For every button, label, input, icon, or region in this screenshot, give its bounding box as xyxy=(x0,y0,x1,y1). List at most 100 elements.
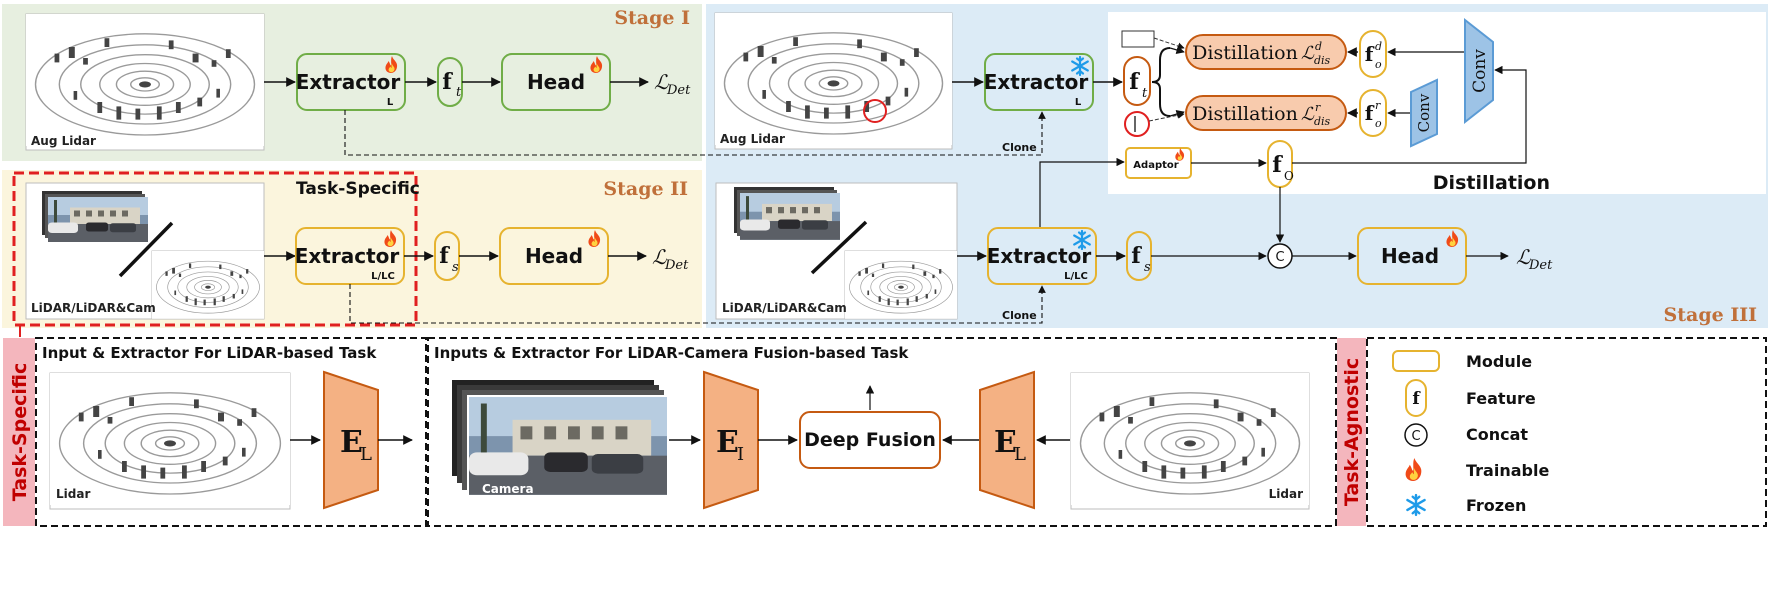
stage3-input-image xyxy=(715,182,958,320)
legend-frame xyxy=(1366,337,1767,527)
stage3-extractor-bottom-label: Extractor xyxy=(987,244,1092,268)
legend-feature-symbol: f xyxy=(1412,389,1421,409)
adaptor-label: Adaptor xyxy=(1133,160,1178,171)
lidar-encoder-right-label: E xyxy=(994,425,1017,460)
stage2-image-caption: LiDAR/LiDAR&Cam xyxy=(31,301,156,315)
stage1-image-caption: Aug Lidar xyxy=(31,134,96,148)
fusion-task-title: Inputs & Extractor For LiDAR-Camera Fusi… xyxy=(434,344,909,362)
legend-feature-label: Feature xyxy=(1466,389,1536,408)
bottom-lidar-caption-left: Lidar xyxy=(56,487,90,501)
stage1-loss-symbol: ℒ xyxy=(654,70,669,94)
stage2-title: Stage II xyxy=(603,178,688,200)
distillation-box-1-label: Distillation xyxy=(1192,42,1298,64)
legend-frozen-label: Frozen xyxy=(1466,496,1526,515)
stage3-fs-sub: s xyxy=(1144,260,1151,275)
task-specific-highlight xyxy=(12,171,418,327)
stage2-head-label: Head xyxy=(525,244,583,268)
fo-d-box xyxy=(1359,30,1387,78)
task-specific-side-label: Task-Specific xyxy=(9,363,31,501)
legend-trainable-label: Trainable xyxy=(1466,461,1549,480)
camera-encoder-sub: I xyxy=(737,444,744,465)
stage3-image-caption-bottom: LiDAR/LiDAR&Cam xyxy=(722,301,847,315)
distillation-loss-2-sub: dis xyxy=(1314,115,1331,128)
stage2-lidar-inset xyxy=(151,250,265,320)
stage1-title: Stage I xyxy=(614,7,690,29)
conv-small-label: Conv xyxy=(1415,93,1433,132)
feature-circle-patch xyxy=(1124,111,1150,137)
conv-large-label: Conv xyxy=(1470,49,1490,93)
feature-brace xyxy=(1151,47,1171,117)
extractor-to-adaptor-arrow xyxy=(1039,157,1125,228)
legend-module-icon xyxy=(1392,350,1440,372)
stage1-aug-lidar-image xyxy=(24,12,266,151)
lidar-task-frame xyxy=(35,337,427,527)
bottom-lidar-image-right xyxy=(1069,371,1311,510)
stage2-extractor-label: Extractor xyxy=(295,244,400,268)
deep-fusion-box xyxy=(799,411,941,469)
distillation-loss-1-sup: d xyxy=(1315,40,1322,53)
legend-feature-icon xyxy=(1405,379,1427,417)
stage1-feature-sub: t xyxy=(456,85,462,100)
distillation-box-2-label: Distillation xyxy=(1192,103,1298,125)
fo-r-box xyxy=(1359,89,1387,137)
distillation-box-2 xyxy=(1185,95,1347,131)
concat-label: C xyxy=(1275,250,1284,265)
stage2-task-specific-label: Task-Specific xyxy=(296,179,420,199)
stage2-feature-sub: s xyxy=(452,260,459,275)
stage1-loss-sub: Det xyxy=(666,83,691,98)
distillation-loss-1-symbol: ℒ xyxy=(1301,43,1315,64)
stage3-extractor-top-sub: L xyxy=(1075,97,1082,108)
distillation-loss-2-sup: r xyxy=(1315,101,1321,114)
task-specific-side-panel xyxy=(3,338,35,526)
stage2-feature-label: f xyxy=(439,243,450,269)
clone-label-top: Clone xyxy=(1002,141,1037,154)
legend-snow-icon xyxy=(1406,493,1426,517)
fo-r-sup: r xyxy=(1375,99,1381,112)
fo-d-label: f xyxy=(1365,42,1375,66)
legend-concat-icon xyxy=(1404,423,1428,447)
stage1-head-label: Head xyxy=(527,70,585,94)
fo-d-sub: o xyxy=(1375,58,1382,71)
fo-r-sub: o xyxy=(1375,117,1382,130)
distillation-box-1 xyxy=(1185,34,1347,70)
fusion-task-frame xyxy=(427,337,1337,527)
stage3-title: Stage III xyxy=(1664,304,1758,326)
stage2-extractor-sub: L/LC xyxy=(371,271,395,282)
lidar-encoder-left xyxy=(323,370,379,510)
legend-module-label: Module xyxy=(1466,352,1532,371)
stage3-fs-label: f xyxy=(1131,243,1142,269)
stage2-input-image xyxy=(25,182,265,320)
brace-arrow-top xyxy=(1169,45,1185,54)
stage1-extractor-sub: L xyxy=(387,97,394,108)
stage3-extractor-bottom-sub: L/LC xyxy=(1064,271,1088,282)
stage3-image-caption-top: Aug Lidar xyxy=(720,132,785,146)
stage1-feature-label: f xyxy=(442,69,453,95)
lidar-encoder-right xyxy=(979,370,1035,510)
stage2-camera-stack xyxy=(42,191,148,242)
stage3-lidar-inset xyxy=(844,250,958,320)
camera-encoder xyxy=(703,370,759,510)
legend-fire-icon xyxy=(1405,458,1422,481)
fo-label: f xyxy=(1272,152,1283,178)
stage2-loss-symbol: ℒ xyxy=(652,245,667,269)
stage3-camera-stack xyxy=(734,187,840,240)
fo-to-conv-arrow xyxy=(1292,65,1527,164)
conv-small-block xyxy=(1410,78,1438,148)
stage3-extractor-top-label: Extractor xyxy=(984,70,1089,94)
distillation-loss-1-sub: dis xyxy=(1314,54,1331,67)
conv-large-block xyxy=(1464,17,1494,125)
bottom-lidar-caption-right: Lidar xyxy=(1269,487,1303,501)
stage3-loss-sub: Det xyxy=(1528,258,1553,273)
stage3-loss-symbol: ℒ xyxy=(1516,245,1531,269)
deep-fusion-label: Deep Fusion xyxy=(804,429,936,451)
fo-r-label: f xyxy=(1365,101,1375,125)
distillation-panel-title: Distillation xyxy=(1433,172,1550,194)
stage3-head-label: Head xyxy=(1381,244,1439,268)
lidar-encoder-left-label: E xyxy=(340,425,363,460)
legend-concat-label: Concat xyxy=(1466,425,1528,444)
feature-patch-box xyxy=(1121,30,1155,48)
stage2-loss-sub: Det xyxy=(664,258,689,273)
brace-arrow-bottom xyxy=(1169,110,1185,119)
lidar-encoder-left-sub: L xyxy=(360,444,372,465)
